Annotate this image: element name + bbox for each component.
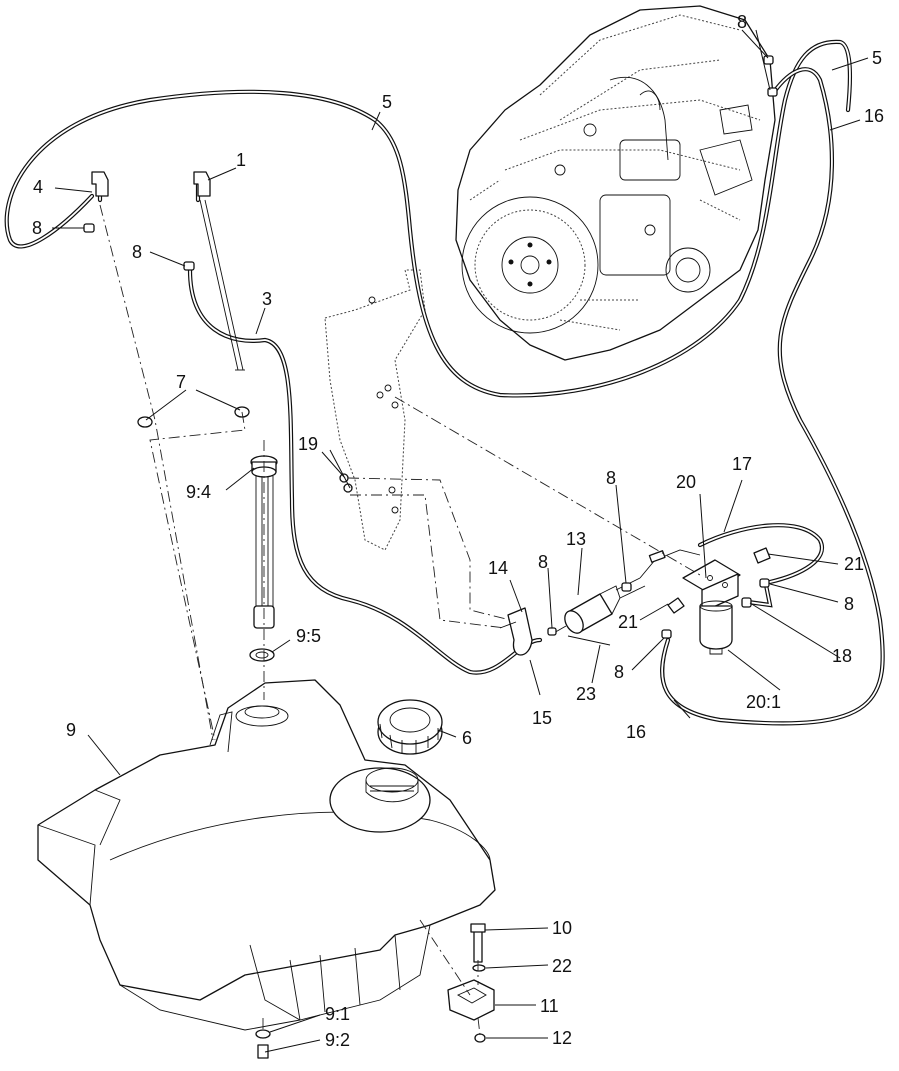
fuel-hoses (4, 39, 885, 726)
hardware (83, 55, 778, 1059)
callout-21: 21 (618, 612, 638, 632)
callout-19: 19 (298, 434, 318, 454)
fuel-filter-separator (682, 559, 741, 655)
callout-21: 21 (844, 554, 864, 574)
callout-8: 8 (614, 662, 624, 682)
callout-8: 8 (32, 218, 42, 238)
callout-4: 4 (33, 177, 43, 197)
callout-17: 17 (732, 454, 752, 474)
callout-9-1: 9:1 (325, 1004, 350, 1024)
callout-12: 12 (552, 1028, 572, 1048)
fuel-tank (37, 679, 496, 1031)
fuel-pump (551, 549, 701, 635)
callout-20: 20 (676, 472, 696, 492)
callout-6: 6 (462, 728, 472, 748)
callout-14: 14 (488, 558, 508, 578)
callout-11: 11 (540, 996, 559, 1016)
callout-16: 16 (626, 722, 646, 742)
callout-9-5: 9:5 (296, 626, 321, 646)
callout-8: 8 (737, 12, 747, 32)
callout-9-2: 9:2 (325, 1030, 350, 1050)
callout-10: 10 (552, 918, 572, 938)
callout-5: 5 (872, 48, 882, 68)
callout-16: 16 (864, 106, 884, 126)
assembly-lines (99, 204, 701, 1036)
callout-23: 23 (576, 684, 596, 704)
callout-3: 3 (262, 289, 272, 309)
callout-22: 22 (552, 956, 572, 976)
callout-13: 13 (566, 529, 586, 549)
callout-15: 15 (532, 708, 552, 728)
callout-7: 7 (176, 372, 186, 392)
callout-20-1: 20:1 (746, 692, 781, 712)
callout-18: 18 (832, 646, 852, 666)
callout-8: 8 (132, 242, 142, 262)
callout-9: 9 (66, 720, 76, 740)
callout-8: 8 (844, 594, 854, 614)
engine-assembly (455, 5, 776, 361)
callout-labels: 1 3 4 5 5 6 7 8 8 8 8 8 8 8 9 9:1 9:2 9:… (32, 12, 884, 1050)
callout-8: 8 (606, 468, 616, 488)
callout-1: 1 (236, 150, 246, 170)
callout-5: 5 (382, 92, 392, 112)
leader-lines (52, 29, 869, 1053)
mounting-bracket (324, 269, 426, 551)
callout-9-4: 9:4 (186, 482, 211, 502)
fuel-cap (377, 699, 443, 755)
callout-8: 8 (538, 552, 548, 572)
fuel-sender (249, 455, 278, 662)
